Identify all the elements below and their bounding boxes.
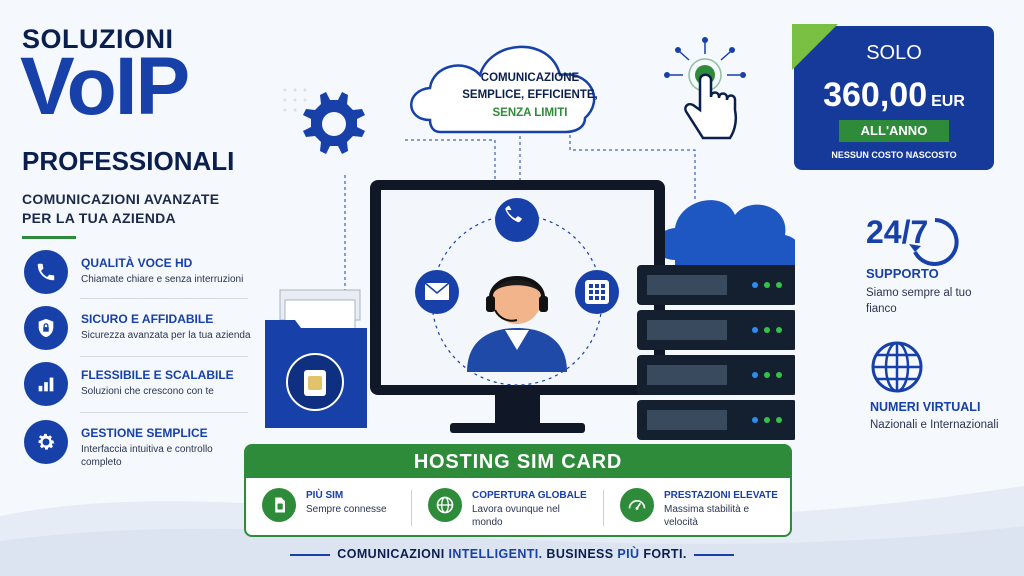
feature-hd-voice: QUALITÀ VOCE HD Chiamate chiare e senza … [24,250,249,302]
center-illustration [265,37,795,440]
tagline-line-right [694,554,734,556]
hosting-item-sim: PIÙ SIM Sempre connesse [262,486,412,530]
hosting-separator [603,490,604,526]
cloud-line-2: SEMPLICE, EFFICIENTE, [462,89,598,102]
hosting-item-title: COPERTURA GLOBALE [472,490,587,501]
gear-illustration [303,92,365,154]
feature-separator [80,356,248,357]
sim-icon [262,488,296,522]
cloud-line-3: SENZA LIMITI [492,106,568,119]
phone-icon [24,250,68,294]
sim-folder-illustration [265,289,367,428]
tagline-part-2: INTELLIGENTI. [448,547,543,561]
bar-chart-icon [24,362,68,406]
green-divider [22,236,76,239]
hosting-title: HOSTING SIM CARD [246,446,790,478]
feature-separator [80,298,248,299]
speedometer-icon [620,488,654,522]
feature-secure: SICURO E AFFIDABILE Sicurezza avanzata p… [24,306,251,358]
feature-scalable: FLESSIBILE E SCALABILE Soluzioni che cre… [24,362,249,414]
tagline: COMUNICAZIONI INTELLIGENTI. BUSINESS PIÙ… [0,547,1024,561]
subtitle: COMUNICAZIONI AVANZATE PER LA TUA AZIEND… [22,191,220,226]
gear-icon [24,420,68,464]
hosting-item-coverage: COPERTURA GLOBALE Lavora ovunque nel mon… [428,486,598,530]
feature-separator [80,412,248,413]
tagline-part-5: FORTI. [643,547,687,561]
price-note: NESSUN COSTO NASCOSTO [831,150,957,160]
price-period: ALL'ANNO [839,120,949,142]
shield-lock-icon [24,306,68,350]
support-desc: Siamo sempre al tuo fianco [866,287,972,315]
support-arc-icon [909,218,959,266]
support-24-7: 24/7 [866,214,929,250]
title-line-1: SOLUZIONI [22,24,174,54]
feature-title: QUALITÀ VOCE HD [81,256,193,270]
globe-icon [871,341,923,393]
hosting-item-performance: PRESTAZIONI ELEVATE Massima stabilità e … [620,486,790,530]
feature-desc: Chiamate chiare e senza interruzioni [81,274,244,285]
price-currency: EUR [931,93,965,110]
monitor-illustration [370,180,665,433]
title-line-3: PROFESSIONALI [22,146,235,176]
price-amount: 360,00 [823,76,928,114]
feature-title: FLESSIBILE E SCALABILE [81,368,234,382]
price-solo: SOLO [866,42,922,64]
globe-icon [428,488,462,522]
cloud-message: COMUNICAZIONE SEMPLICE, EFFICIENTE, SENZ… [440,70,620,122]
hosting-item-title: PIÙ SIM [306,490,344,501]
title-voip: VoIP [20,41,190,132]
hosting-separator [411,490,412,526]
server-rack-illustration [637,265,795,440]
feature-desc: Interfaccia intuitiva e controllo comple… [81,444,213,468]
support-title: SUPPORTO [866,266,939,281]
virtual-numbers-desc: Nazionali e Internazionali [870,419,999,431]
hosting-item-desc: Lavora ovunque nel mondo [472,504,560,528]
touch-hand-icon [664,37,746,140]
hosting-item-desc: Sempre connesse [306,504,387,515]
tagline-line-left [290,554,330,556]
hosting-sim-card-panel: HOSTING SIM CARD PIÙ SIM Sempre connesse… [244,444,792,537]
feature-desc: Sicurezza avanzata per la tua azienda [81,330,251,341]
feature-simple-management: GESTIONE SEMPLICE Interfaccia intuitiva … [24,420,249,472]
cloud-line-1: COMUNICAZIONE [480,72,580,84]
feature-title: SICURO E AFFIDABILE [81,312,214,326]
tagline-part-3: BUSINESS [546,547,614,561]
green-corner-ribbon [792,24,838,70]
hosting-item-desc: Massima stabilità e velocità [664,504,750,528]
tagline-part-4: PIÙ [617,547,640,561]
tagline-part-1: COMUNICAZIONI [337,547,445,561]
hosting-item-title: PRESTAZIONI ELEVATE [664,490,778,501]
feature-title: GESTIONE SEMPLICE [81,426,208,440]
virtual-numbers-title: NUMERI VIRTUALI [870,400,981,414]
feature-desc: Soluzioni che crescono con te [81,386,214,397]
